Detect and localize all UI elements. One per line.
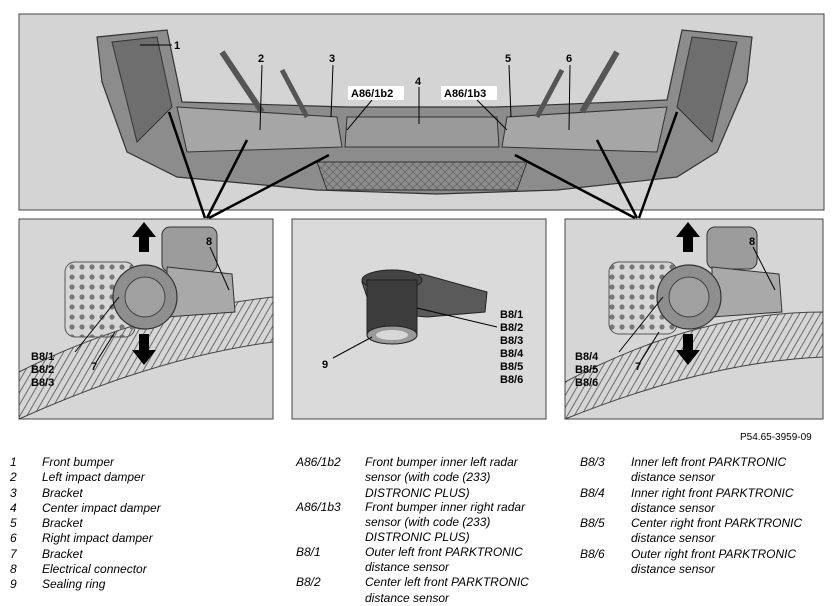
figure-reference: P54.65-3959-09 (740, 432, 812, 443)
code-b8-1-mid: B8/1 (500, 309, 523, 321)
callout-2: 2 (258, 53, 264, 65)
code-b8-6-right: B8/6 (575, 377, 598, 389)
electrical-connector-right (711, 266, 783, 318)
arrow-down-icon (132, 334, 156, 365)
callout-3: 3 (329, 53, 335, 65)
callout-a86-1b2: A86/1b2 (351, 88, 393, 100)
code-b8-3-mid: B8/3 (500, 335, 523, 347)
callout-9: 9 (322, 359, 328, 371)
sensor-detail-panel: 9 B8/1 B8/2 B8/3 B8/4 B8/5 B8/6 (291, 218, 547, 420)
left-sensor-panel: 8 7 B8/1 B8/2 B8/3 (18, 218, 274, 420)
callout-4: 4 (415, 76, 422, 88)
right-impact-damper (501, 106, 668, 153)
arrow-up-icon (132, 222, 156, 252)
code-b8-5-mid: B8/5 (500, 361, 523, 373)
center-impact-damper (344, 116, 500, 148)
code-b8-3-left: B8/3 (31, 377, 54, 389)
code-b8-2-left: B8/2 (31, 364, 54, 376)
callout-7-right: 7 (635, 361, 641, 373)
arrow-down-icon (676, 334, 700, 365)
callout-7-left: 7 (91, 361, 97, 373)
callout-1: 1 (174, 40, 180, 52)
code-b8-1-left: B8/1 (31, 351, 54, 363)
code-b8-6-mid: B8/6 (500, 374, 523, 386)
front-bumper (96, 29, 753, 195)
callout-6: 6 (566, 53, 572, 65)
diagram-figure: 1 2 3 4 5 6 A86/1b2 A86/1b3 8 7 B8/1 B8/… (17, 12, 827, 422)
code-b8-2-mid: B8/2 (500, 322, 523, 334)
callout-8-left: 8 (206, 236, 212, 248)
callout-5: 5 (505, 53, 511, 65)
bumper-panel: 1 2 3 4 5 6 A86/1b2 A86/1b3 (18, 13, 825, 220)
right-sensor-panel: 8 7 B8/4 B8/5 B8/6 (564, 218, 824, 420)
callout-a86-1b3: A86/1b3 (444, 88, 486, 100)
code-b8-5-right: B8/5 (575, 364, 598, 376)
diagram-svg: 1 2 3 4 5 6 A86/1b2 A86/1b3 8 7 B8/1 B8/… (18, 13, 825, 420)
left-impact-damper (176, 106, 343, 153)
callout-8-right: 8 (749, 236, 755, 248)
code-b8-4-right: B8/4 (575, 351, 599, 363)
code-b8-4-mid: B8/4 (500, 348, 524, 360)
arrow-up-icon (676, 222, 700, 252)
grille-mesh (316, 161, 528, 191)
